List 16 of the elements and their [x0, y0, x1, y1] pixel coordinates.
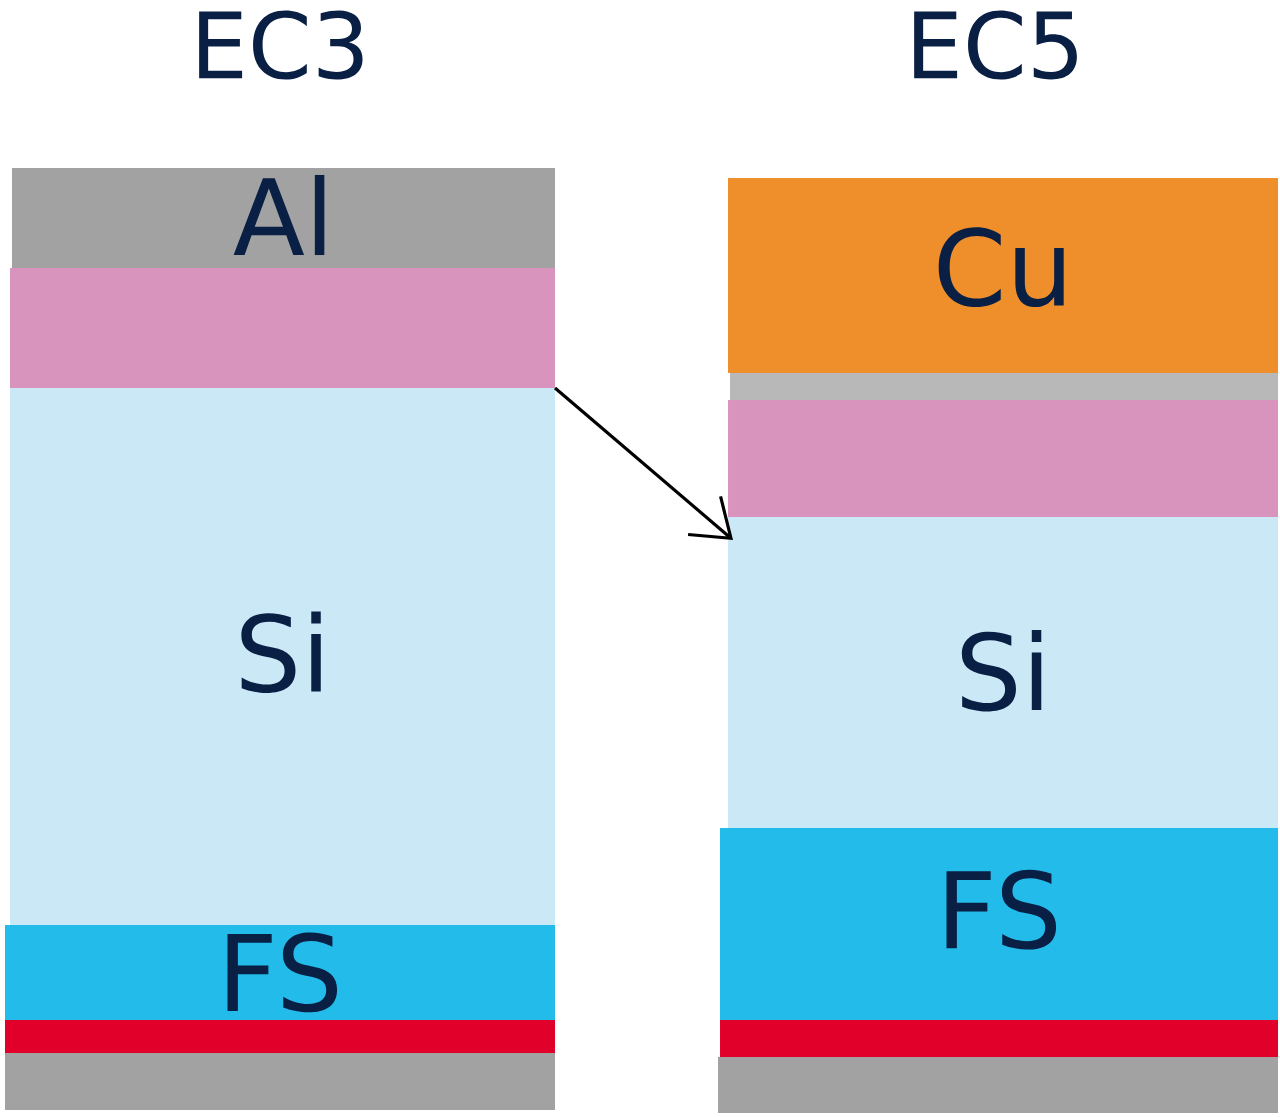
arrow: [554, 386, 733, 540]
layer-bar: [5, 1020, 555, 1053]
column-title: EC5: [914, 10, 1077, 80]
layer-band: Cu: [728, 178, 1279, 373]
layer-band: FS: [720, 828, 1279, 1020]
layer-band: FS: [5, 925, 555, 1020]
layer-bar: [10, 268, 555, 388]
layer-bar: [730, 373, 1279, 400]
layer-bar: [720, 1020, 1279, 1057]
layer-band: Al: [12, 168, 555, 268]
layer-band: Si: [10, 388, 555, 925]
layer-bar: [718, 1057, 1279, 1113]
column-title: EC3: [199, 10, 363, 80]
layer-bar: [5, 1053, 555, 1110]
layer-bar: [728, 400, 1279, 517]
layer-band: Si: [728, 517, 1279, 828]
